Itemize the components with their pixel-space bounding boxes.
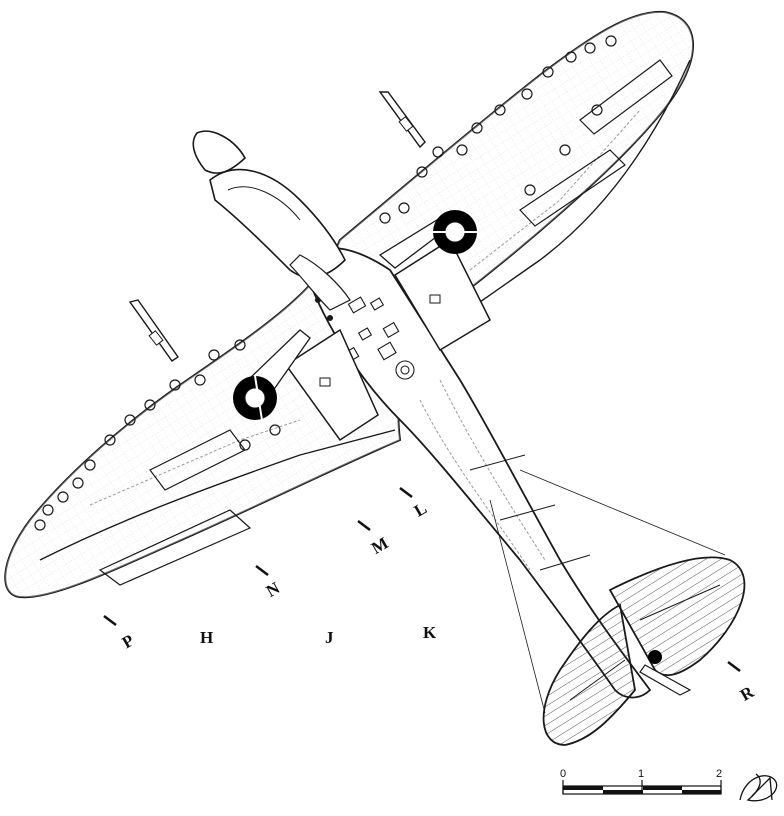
landing-gear-left xyxy=(233,329,311,421)
radiator-right xyxy=(393,238,491,352)
radiator-left xyxy=(284,328,379,442)
callout-k: K xyxy=(423,623,437,642)
cannon-barrel-right xyxy=(378,91,426,149)
callout-h: H xyxy=(200,628,214,647)
cannon-barrel-left xyxy=(128,299,179,362)
scale-label-1: 1 xyxy=(638,768,645,780)
bracing-lines xyxy=(489,469,726,714)
tailplane xyxy=(542,556,746,746)
section-ticks xyxy=(103,487,741,672)
scale-label-0: 0 xyxy=(560,768,567,780)
scale-bar xyxy=(562,780,722,795)
wing-rivet-row xyxy=(34,35,617,531)
scale-label-2: 2 xyxy=(716,768,723,780)
spinner xyxy=(192,130,247,174)
artist-signature xyxy=(739,773,778,802)
callout-j: J xyxy=(325,628,334,647)
engine-cowling xyxy=(209,168,351,311)
landing-gear-right xyxy=(378,210,477,269)
